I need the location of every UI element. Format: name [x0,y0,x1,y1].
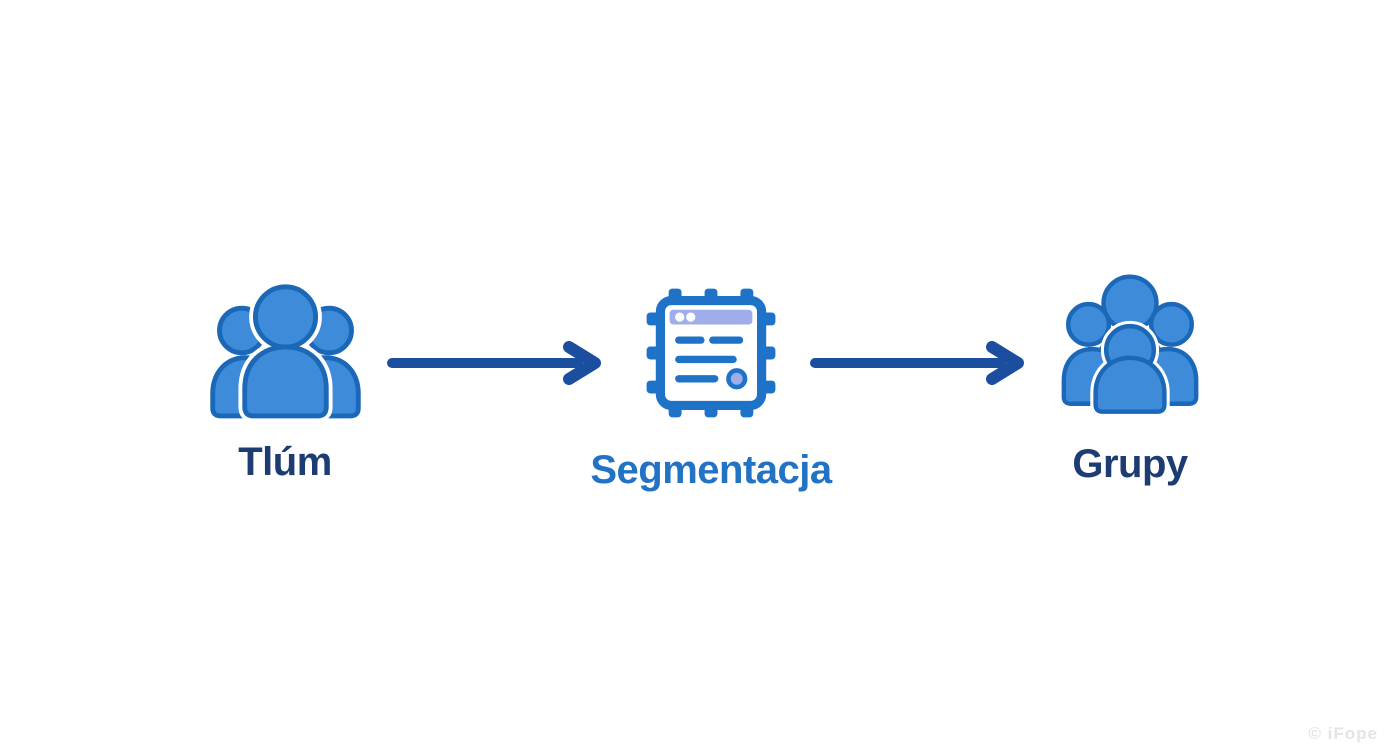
node-segmentation-label: Segmentacja [590,448,832,492]
arrow-right-icon [387,341,601,385]
node-crowd: Tlúm [195,272,375,485]
node-groups-label: Grupy [1072,442,1188,486]
people-group-3-icon-svg [209,280,361,422]
node-segmentation: Segmentacja [590,280,832,493]
segmentation-window-icon [642,280,780,426]
people-group-4-icon-svg [1061,274,1199,417]
arrow-right-icon [810,341,1024,385]
people-group-4-icon [1055,264,1205,420]
people-group-3-icon [203,272,368,422]
node-groups: Grupy [1040,264,1220,487]
segmentation-window-icon-svg [646,288,776,418]
node-crowd-label: Tlúm [238,440,332,484]
watermark: © iFope [1308,724,1378,743]
